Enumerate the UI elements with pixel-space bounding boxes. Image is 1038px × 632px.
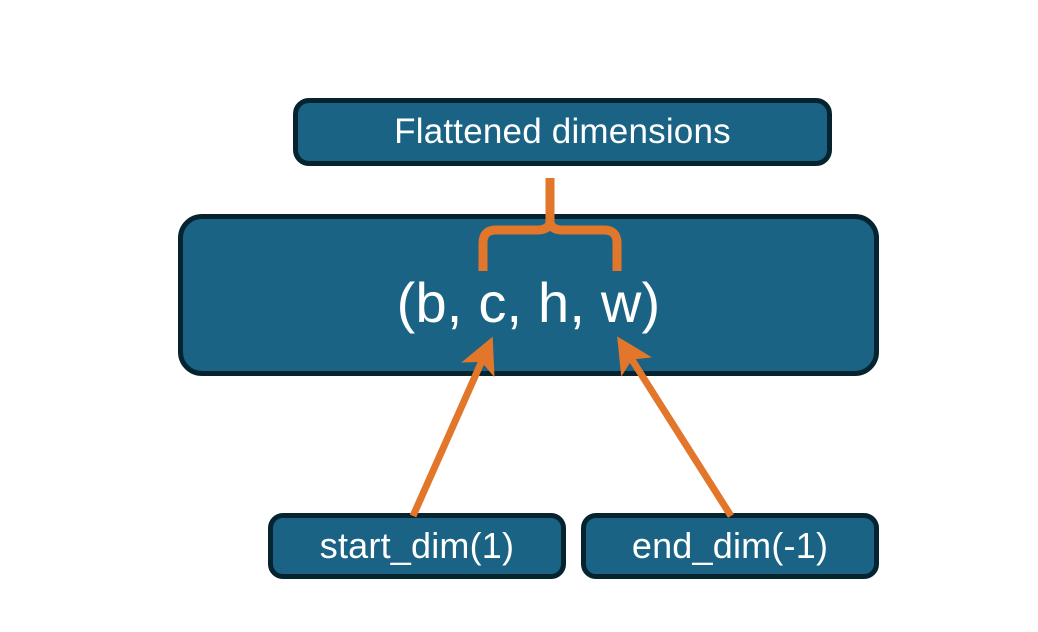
- tensor-shape-box: (b, c, h, w): [178, 214, 879, 376]
- end-dim-box: end_dim(-1): [581, 513, 879, 579]
- flattened-dimensions-box: Flattened dimensions: [293, 98, 832, 166]
- tensor-shape-label: (b, c, h, w): [396, 271, 661, 334]
- start-dim-label: start_dim(1): [319, 525, 515, 566]
- start-dim-box: start_dim(1): [268, 513, 566, 579]
- end-dim-label: end_dim(-1): [631, 525, 829, 566]
- flattened-dimensions-label: Flattened dimensions: [394, 112, 731, 151]
